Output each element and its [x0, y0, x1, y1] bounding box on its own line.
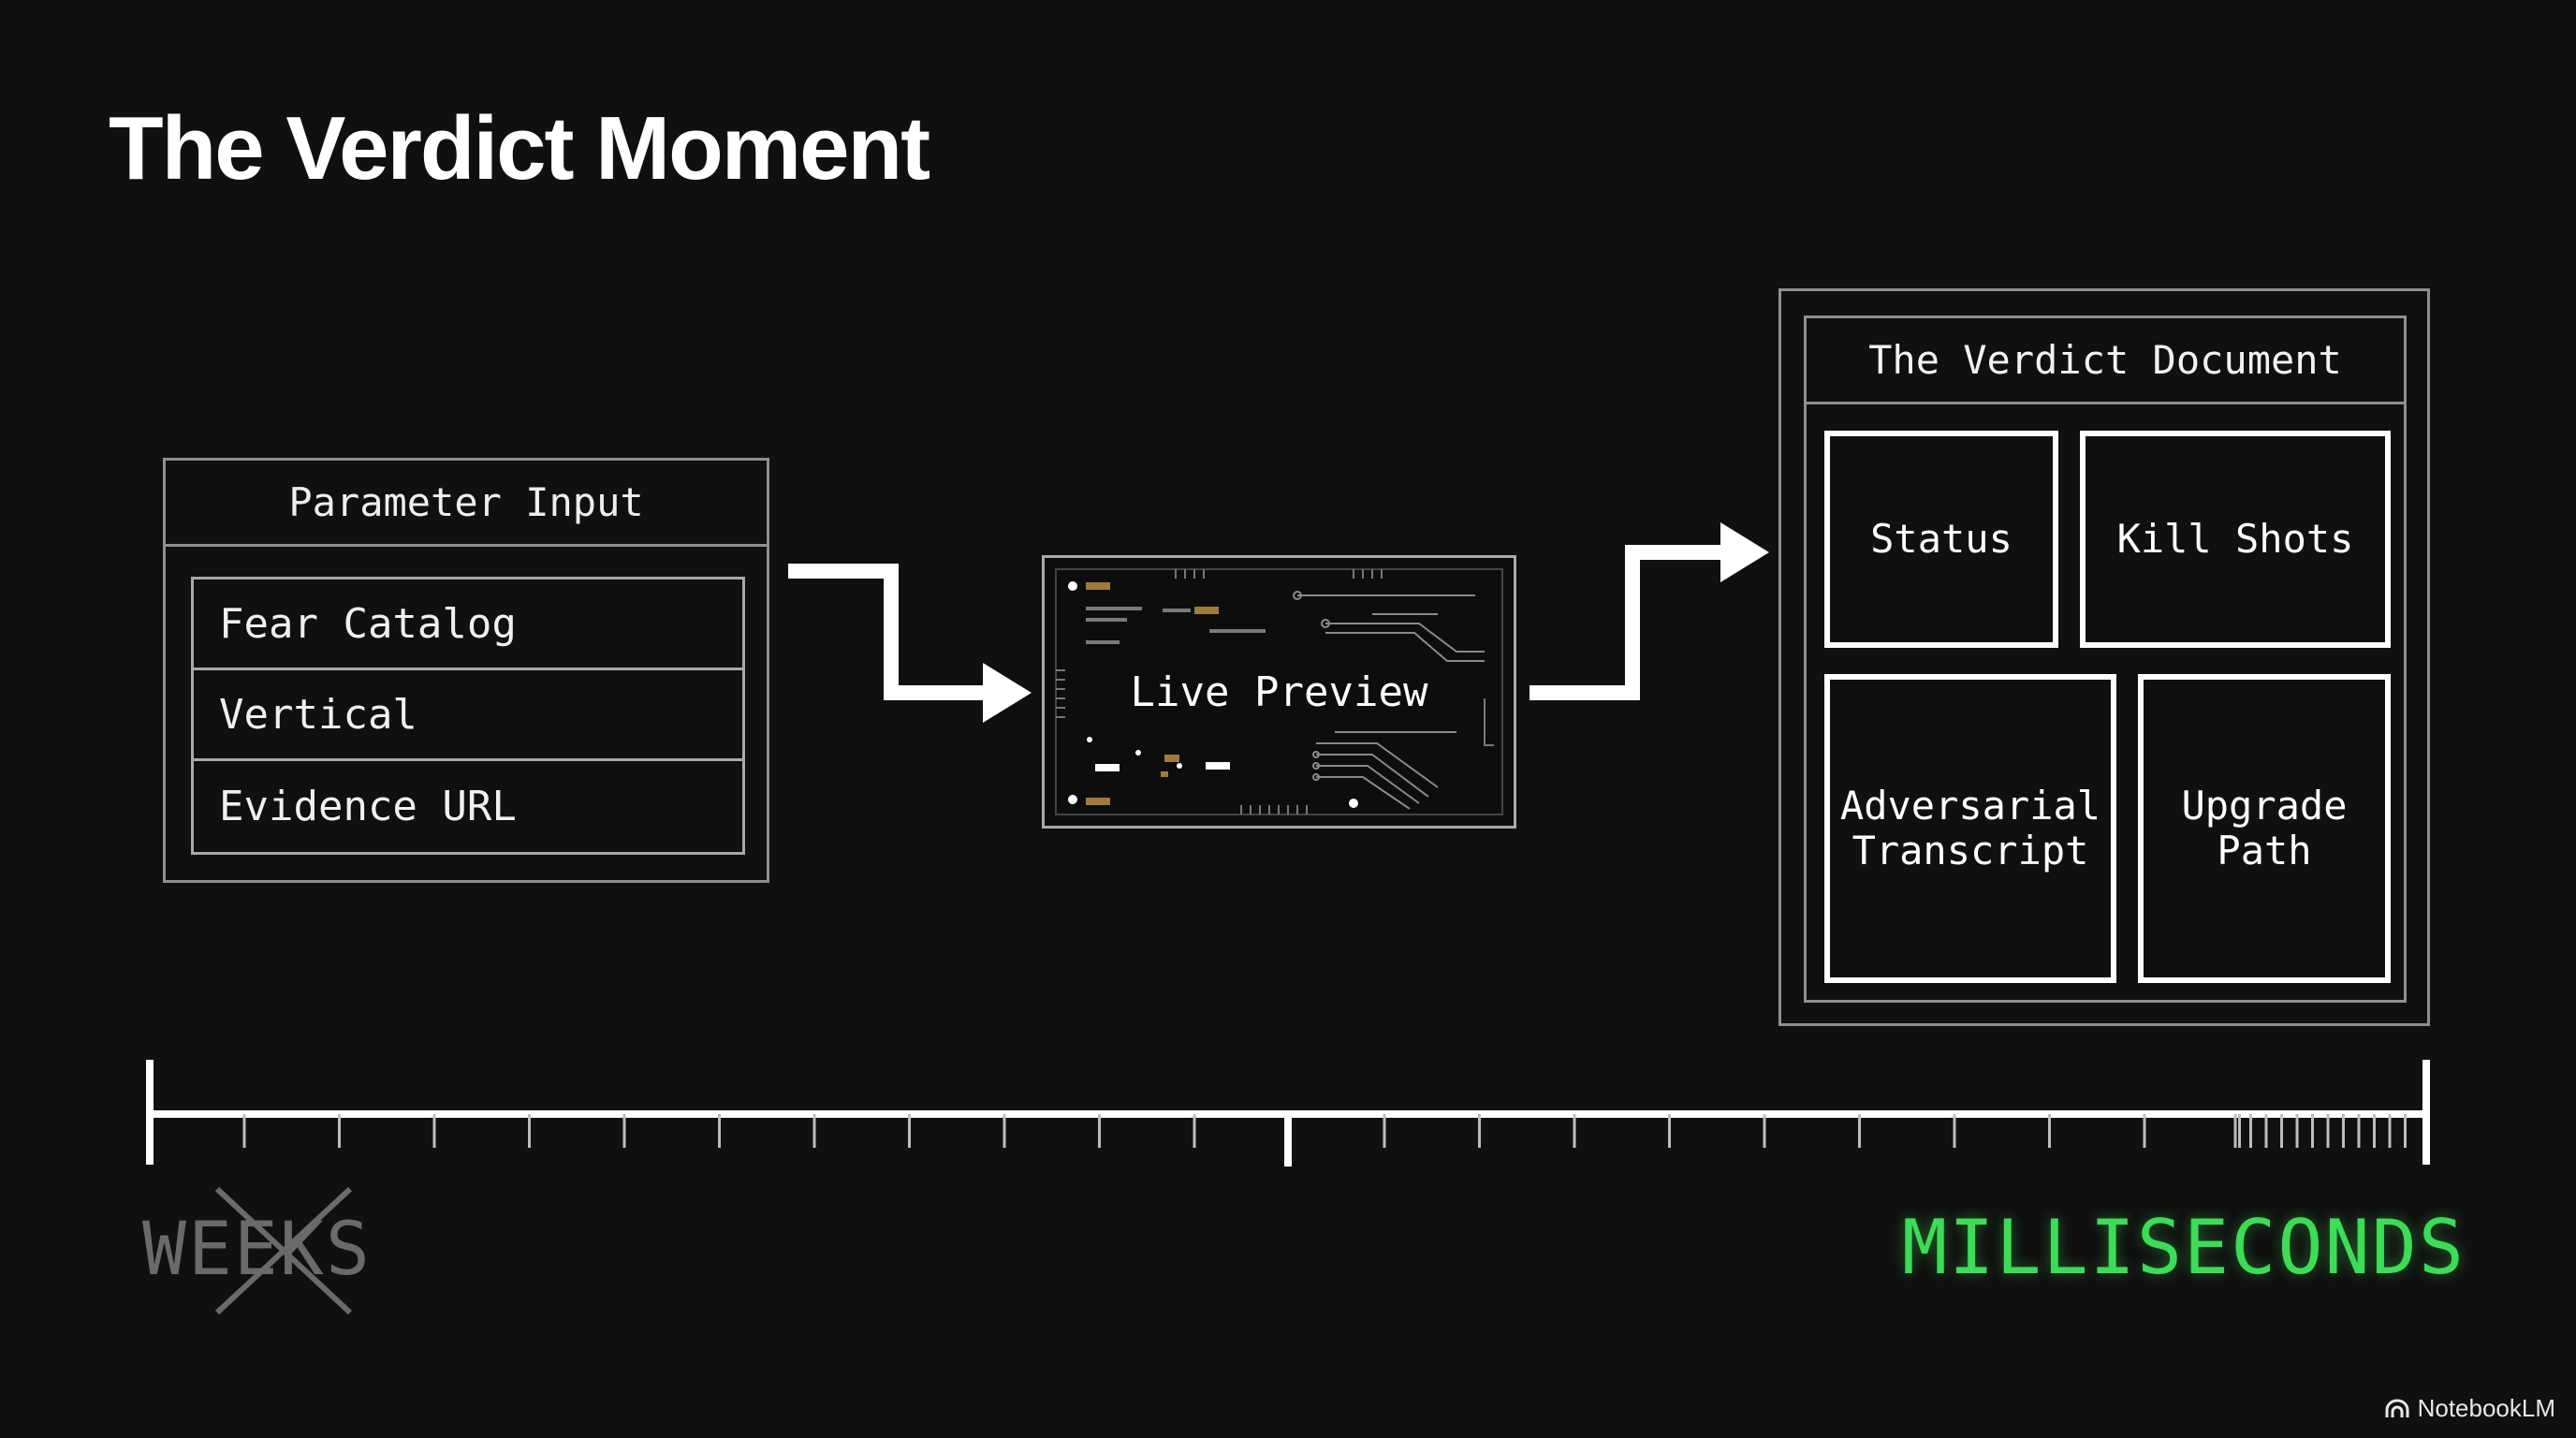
kill-shots-section: Kill Shots: [2080, 431, 2391, 648]
watermark-text: NotebookLM: [2417, 1394, 2555, 1422]
adversarial-transcript-label: Adversarial Transcript: [1839, 783, 2101, 873]
timeline-ticks: [242, 1114, 2241, 1148]
circuit-board-icon: [1055, 568, 1503, 815]
parameter-input-panel: Parameter Input Fear Catalog Vertical Ev…: [163, 458, 769, 883]
timeline-fine-ticks: [2233, 1114, 2407, 1148]
parameter-item-fear-catalog: Fear Catalog: [194, 580, 742, 670]
verdict-document-header: The Verdict Document: [1807, 318, 2404, 404]
parameter-item-vertical: Vertical: [194, 670, 742, 761]
milliseconds-label: MILLISECONDS: [1902, 1204, 2466, 1291]
parameter-input-header: Parameter Input: [166, 461, 767, 547]
notebooklm-logo-icon: [2385, 1399, 2409, 1417]
weeks-label: WEEKS: [142, 1186, 372, 1315]
crossed-out-icon: [214, 1186, 353, 1315]
arrow-preview-to-document: [1530, 522, 1769, 700]
status-label: Status: [1870, 516, 2012, 562]
page-title: The Verdict Moment: [109, 98, 930, 198]
kill-shots-label: Kill Shots: [2116, 516, 2354, 562]
arrow-input-to-preview: [788, 564, 1032, 723]
verdict-document-inner: The Verdict Document Status Kill Shots A…: [1804, 315, 2407, 1003]
verdict-document-panel: The Verdict Document Status Kill Shots A…: [1778, 288, 2430, 1026]
notebooklm-watermark: NotebookLM: [2384, 1394, 2555, 1423]
upgrade-path-section: Upgrade Path: [2138, 674, 2391, 983]
live-preview-panel: Live Preview: [1042, 555, 1516, 829]
upgrade-path-label: Upgrade Path: [2181, 783, 2348, 873]
status-section: Status: [1824, 431, 2058, 648]
parameter-list: Fear Catalog Vertical Evidence URL: [191, 577, 745, 855]
live-preview-label: Live Preview: [1130, 668, 1428, 716]
adversarial-transcript-section: Adversarial Transcript: [1824, 674, 2116, 983]
parameter-item-evidence-url: Evidence URL: [219, 783, 517, 830]
